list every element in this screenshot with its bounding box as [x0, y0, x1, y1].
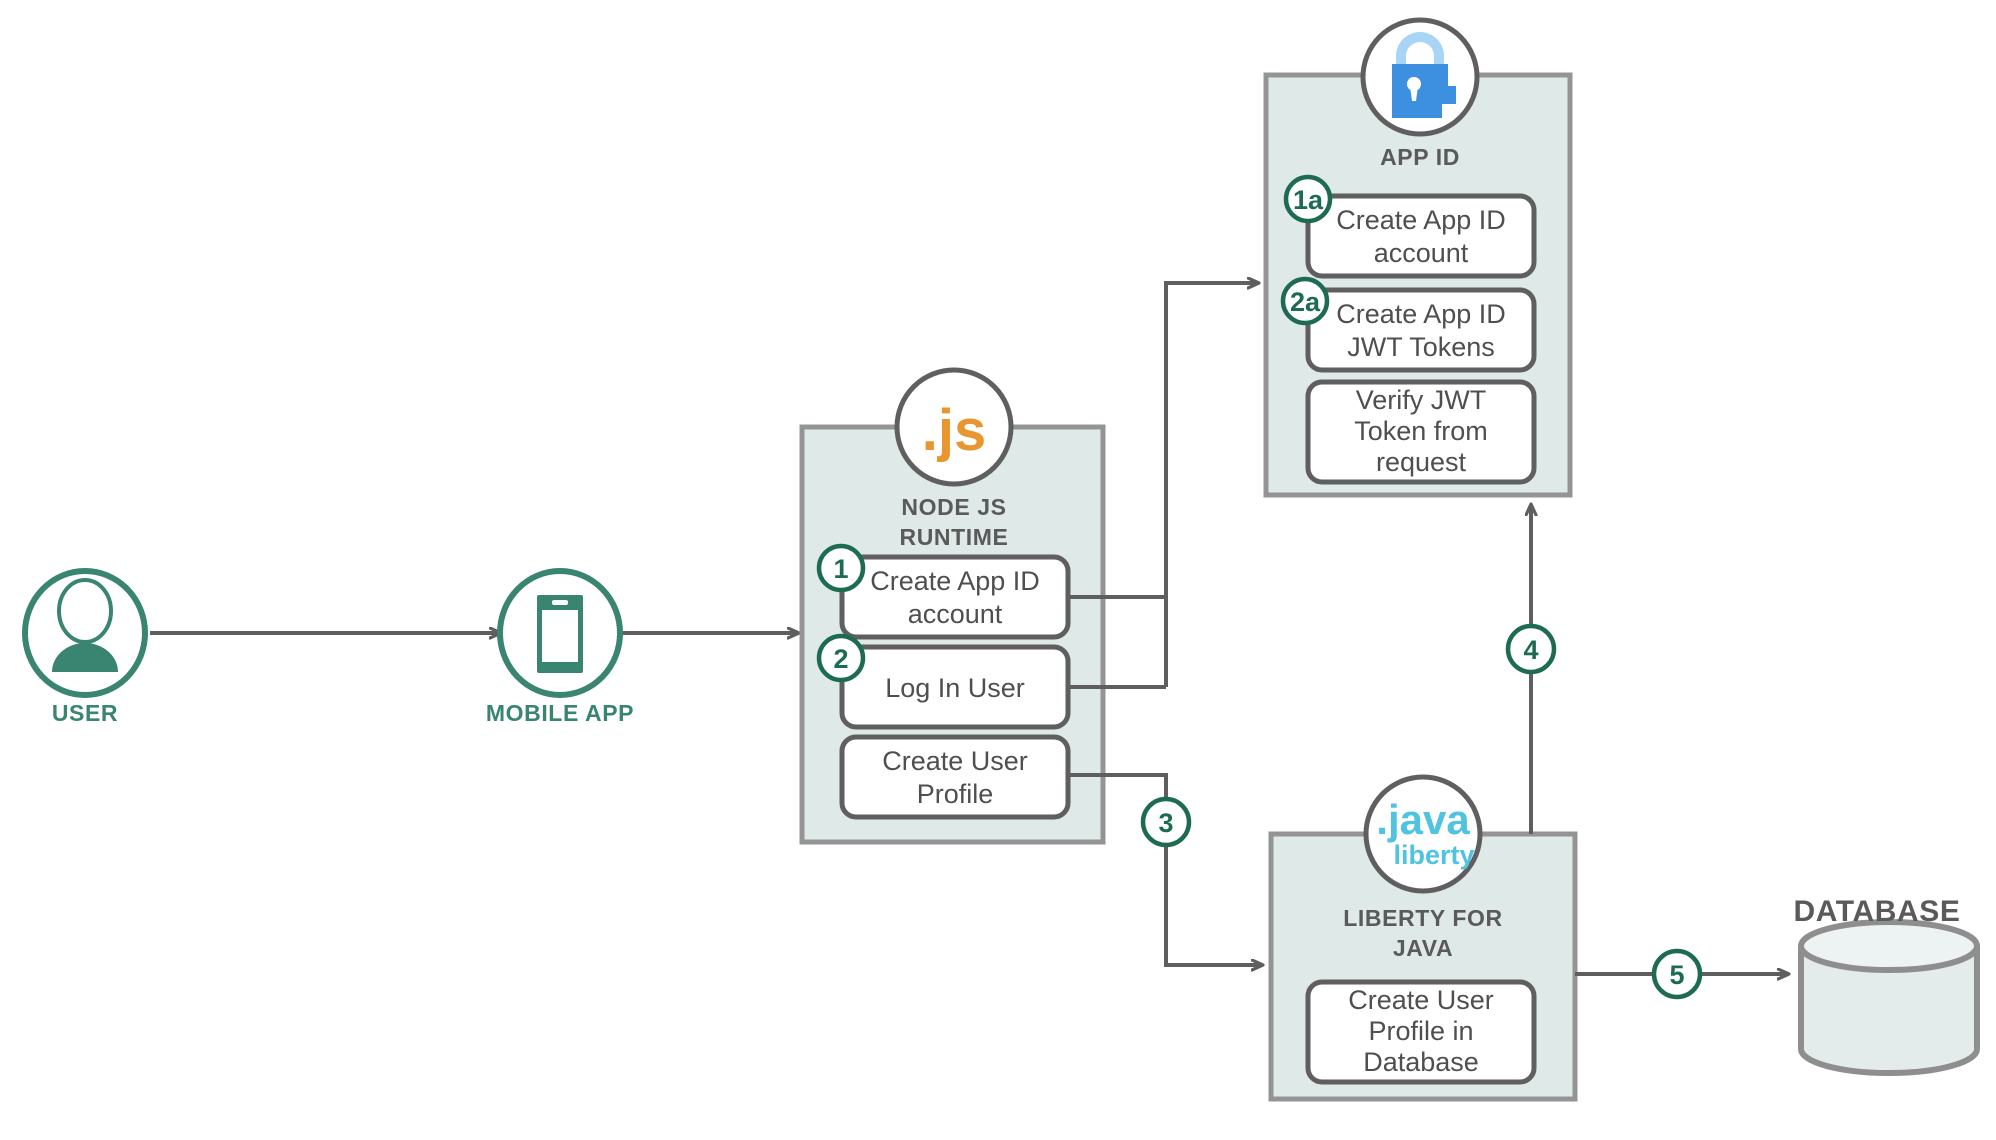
step-box-appid-create-app-id-account[interactable]: Create App ID account: [1305, 193, 1537, 279]
appid-lock-face-icon: [1392, 32, 1456, 118]
step-badge-appid-1a: 1a: [1283, 174, 1333, 224]
flow-badge-label: 3: [1158, 808, 1173, 838]
step-badge-nodejs-2: 2: [816, 633, 866, 683]
nodejs-dotjs-icon: .js: [922, 398, 987, 463]
step-box-nodejs-create-user-profile[interactable]: Create User Profile: [839, 734, 1071, 820]
step-box-nodejs-create-app-id-account[interactable]: Create App ID account: [839, 554, 1071, 640]
connector-nodejs-to-app-id: [1068, 283, 1258, 689]
step-label-line2: account: [908, 599, 1003, 629]
connector-nodejs-to-liberty: [1068, 773, 1262, 965]
actor-label-mobile-app: MOBILE APP: [486, 700, 634, 726]
container-label-app-id: APP ID: [1380, 144, 1460, 170]
step-badge-label: 2: [833, 644, 848, 674]
step-label-line1: Create User: [1348, 985, 1494, 1015]
step-badge-label: 2a: [1290, 287, 1321, 317]
step-label-line1: Create App ID: [1336, 299, 1506, 329]
step-label-line2: Token from: [1354, 416, 1488, 446]
step-label-line3: Database: [1363, 1047, 1479, 1077]
step-label-line1: Create App ID: [870, 566, 1040, 596]
mobile-phone-icon: [537, 595, 583, 673]
container-label-liberty-line1: LIBERTY FOR: [1343, 905, 1503, 931]
datastore-database[interactable]: [1798, 919, 1980, 1076]
user-avatar-icon: [52, 578, 118, 672]
container-label-liberty-line2: JAVA: [1393, 935, 1453, 961]
actor-user[interactable]: [22, 568, 148, 698]
flow-badge-3: 3: [1140, 796, 1192, 848]
step-label-line1: Verify JWT: [1356, 385, 1487, 415]
java-liberty-top-text: .java: [1376, 796, 1470, 843]
icon-circle-node-js: .js: [894, 367, 1014, 487]
step-box-nodejs-log-in-user[interactable]: Log In User: [839, 644, 1071, 730]
step-box-liberty-create-user-profile-in-database[interactable]: Create User Profile in Database: [1305, 979, 1537, 1085]
step-label-line2: account: [1374, 238, 1469, 268]
icon-circle-java-liberty: .java liberty: [1363, 774, 1483, 894]
step-box-appid-verify-jwt-token[interactable]: Verify JWT Token from request: [1305, 379, 1537, 485]
step-label-line1: Create App ID: [1336, 205, 1506, 235]
step-badge-label: 1a: [1293, 185, 1324, 215]
step-box-appid-create-jwt-tokens[interactable]: Create App ID JWT Tokens: [1305, 287, 1537, 373]
step-label-line2: Profile: [917, 779, 994, 809]
database-cylinder-icon: [1798, 919, 1980, 1076]
container-label-nodejs-line2: RUNTIME: [900, 524, 1009, 550]
flow-badge-label: 4: [1523, 635, 1538, 665]
step-label-line1: Create User: [882, 746, 1028, 776]
flow-badge-5: 5: [1651, 948, 1703, 1000]
step-label-line1: Log In User: [885, 673, 1025, 703]
container-label-nodejs-line1: NODE JS: [901, 494, 1006, 520]
flow-badge-label: 5: [1669, 960, 1684, 990]
actor-label-user: USER: [52, 700, 118, 726]
step-label-line2: JWT Tokens: [1347, 332, 1495, 362]
actor-mobile-app[interactable]: [497, 568, 623, 698]
flow-badge-4: 4: [1505, 623, 1557, 675]
datastore-label-database: DATABASE: [1793, 895, 1960, 928]
step-label-line3: request: [1376, 447, 1467, 477]
step-badge-nodejs-1: 1: [816, 543, 866, 593]
step-badge-appid-2a: 2a: [1280, 276, 1330, 326]
icon-circle-app-id: [1360, 17, 1480, 137]
step-label-line2: Profile in: [1368, 1016, 1473, 1046]
java-liberty-bottom-text: liberty: [1393, 840, 1474, 870]
step-badge-label: 1: [833, 554, 848, 584]
